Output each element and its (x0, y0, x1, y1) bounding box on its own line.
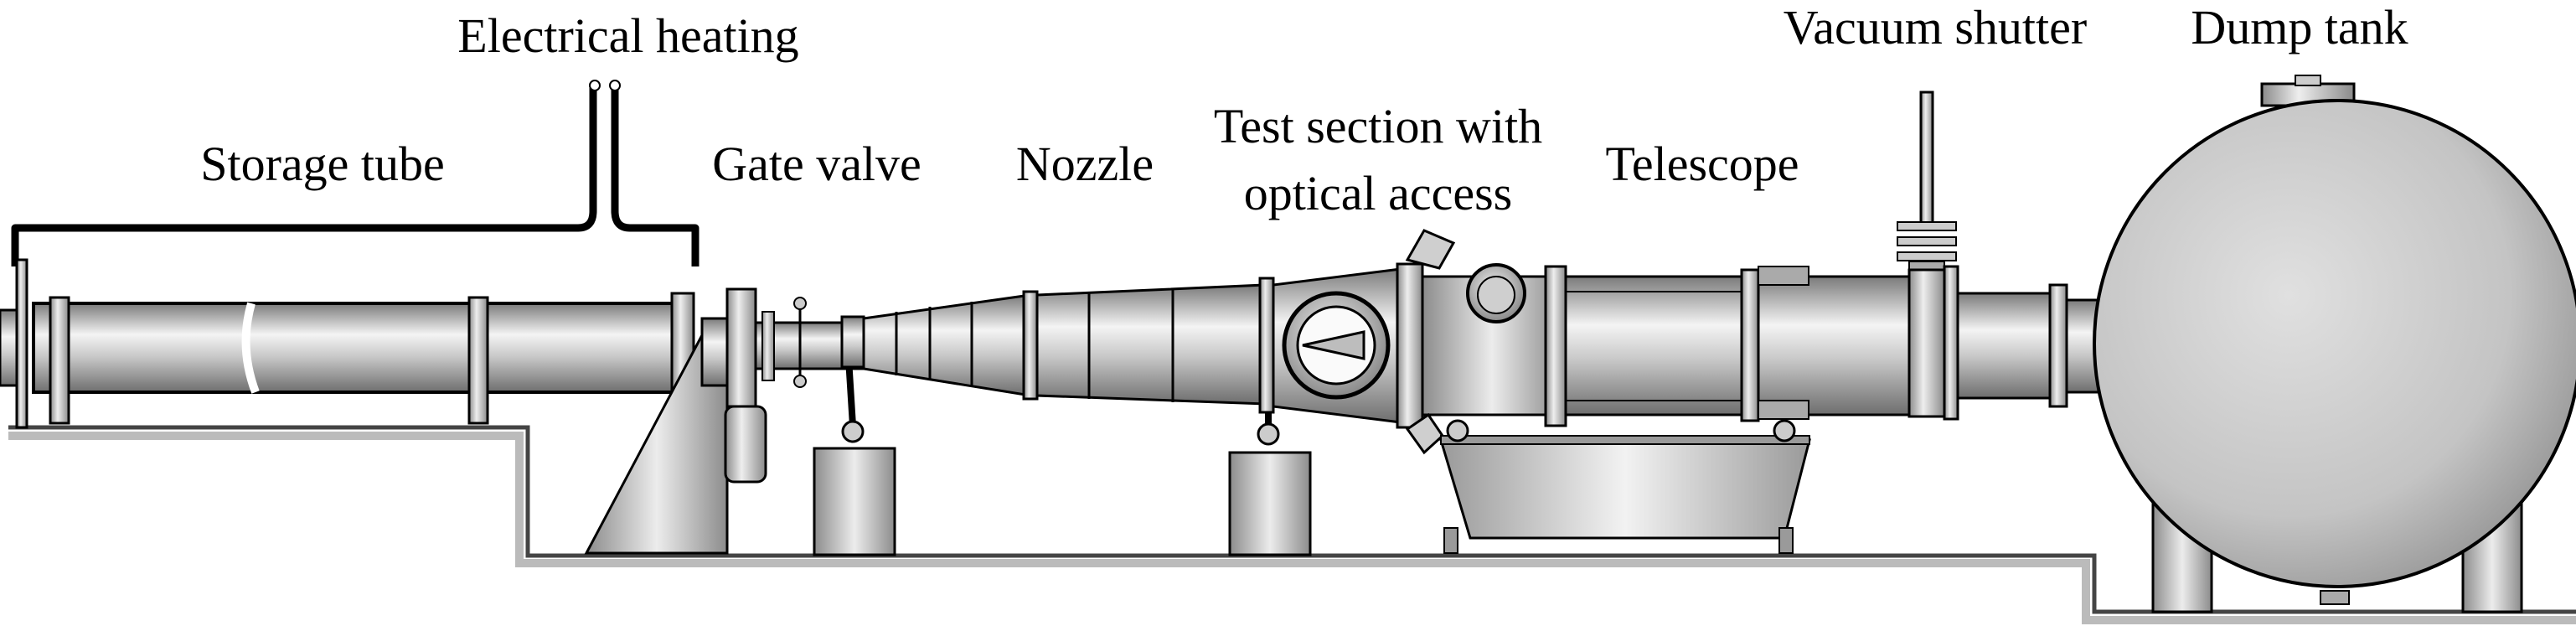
dump-tank (2093, 75, 2576, 613)
test-section-support (1228, 451, 1312, 556)
test-section-support-wheel (1257, 422, 1280, 446)
label-telescope: Telescope (1605, 137, 1799, 191)
heating-terminal-1 (589, 80, 601, 91)
label-electrical-heating: Electrical heating (457, 8, 798, 63)
vacuum-shutter (1897, 91, 2105, 421)
heating-terminal-2 (609, 80, 621, 91)
label-test-section-line2: optical access (1244, 166, 1512, 220)
heating-cables (11, 88, 699, 266)
label-test-section-line1: Test section with (1214, 99, 1542, 153)
nozzle-support (813, 447, 896, 556)
test-section-chamber (1396, 229, 1567, 455)
telescope (1564, 266, 1911, 422)
nozzle (840, 290, 1039, 401)
storage-tube (0, 258, 695, 429)
label-gate-valve: Gate valve (712, 137, 921, 191)
label-dump-tank: Dump tank (2191, 0, 2408, 54)
label-nozzle: Nozzle (1016, 137, 1154, 191)
optical-window (1282, 291, 1391, 400)
telescope-tray (1438, 419, 1811, 554)
nozzle-support-wheel (841, 420, 865, 443)
floor-shadow (8, 432, 2576, 624)
label-storage-tube: Storage tube (200, 137, 445, 191)
label-vacuum-shutter: Vacuum shutter (1784, 0, 2087, 54)
